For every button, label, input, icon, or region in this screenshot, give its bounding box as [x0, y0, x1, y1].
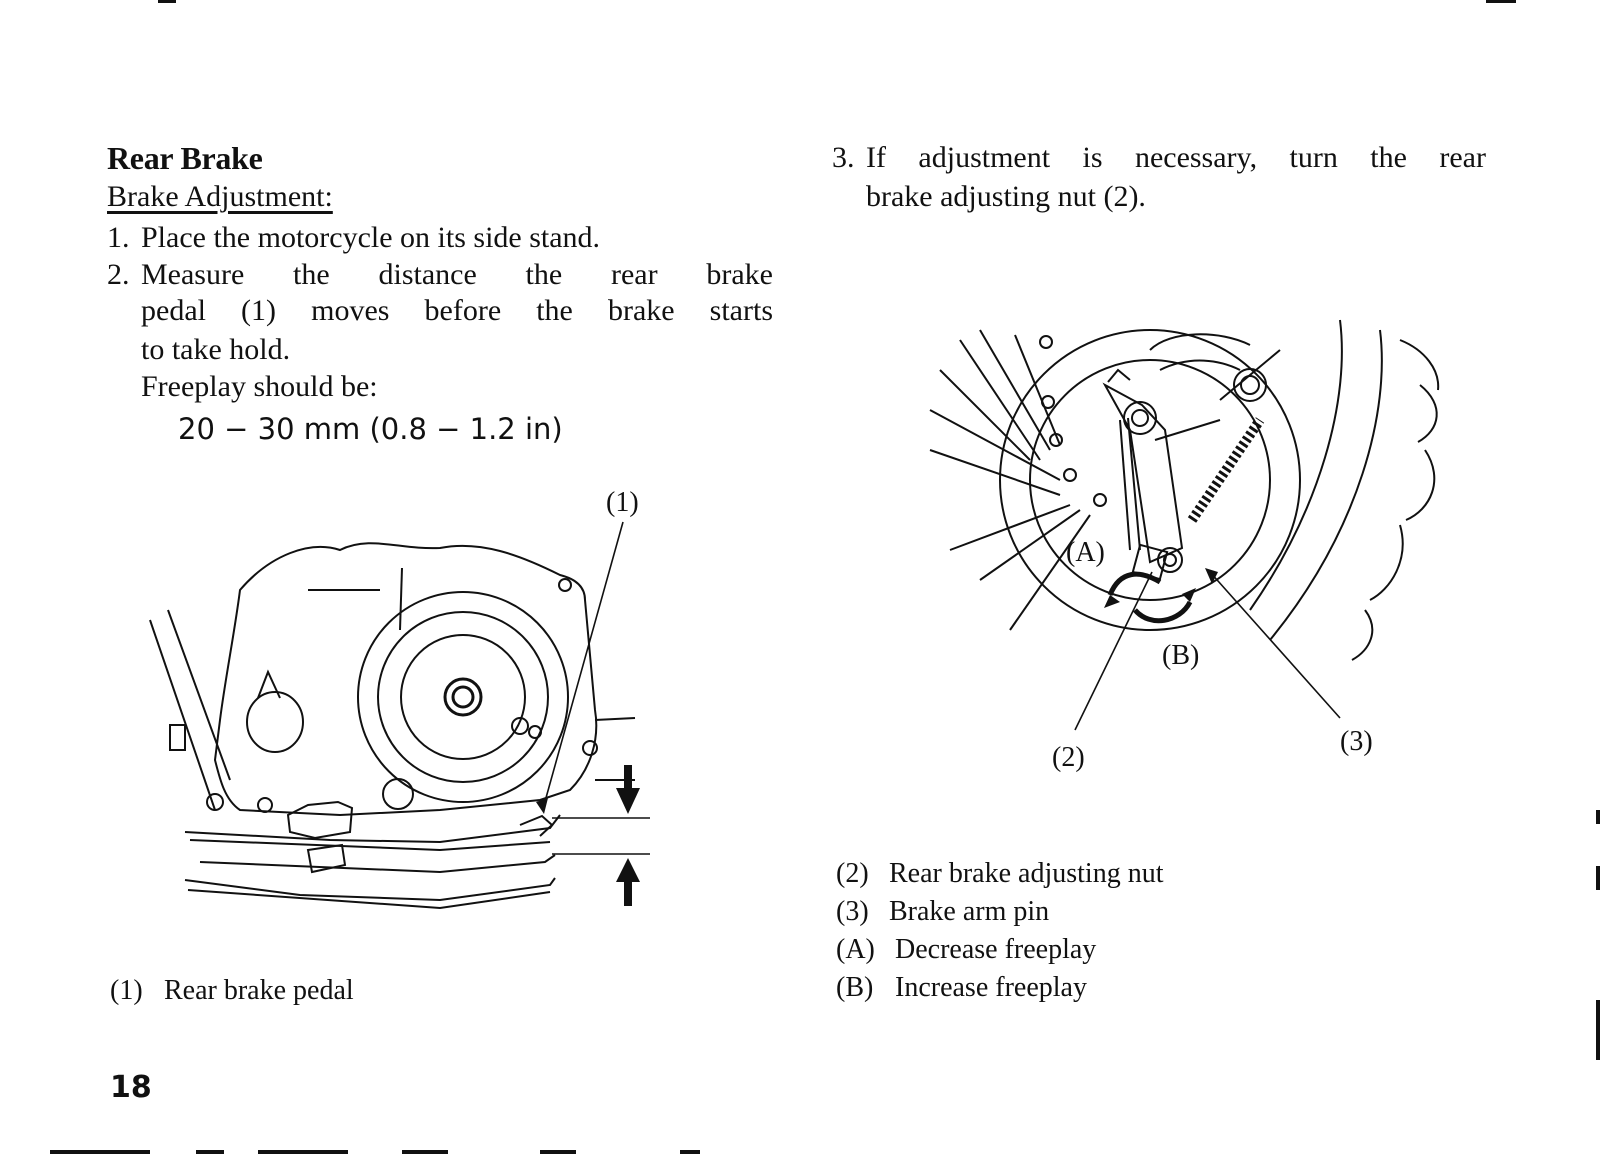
step-text: Freeplay should be:	[141, 370, 378, 403]
adjusting-nut-callout: (2)	[1052, 742, 1085, 773]
step-text: Place the motorcycle on its side stand.	[141, 221, 601, 254]
caption-text: Increase freeplay	[895, 972, 1087, 1003]
step-text: Measure the distance the rear brake	[141, 258, 773, 291]
scan-edge-mark	[1596, 866, 1600, 890]
step-number: 1.	[107, 221, 130, 254]
step-text: brake adjusting nut (2).	[866, 180, 1146, 213]
scan-edge-mark	[258, 1150, 348, 1154]
step-2: 2. Measure the distance the rear brake p…	[107, 255, 807, 415]
brake-adjusting-nut-figure	[929, 319, 1440, 731]
brake-arm-pin-callout: (3)	[1340, 726, 1373, 757]
step-number: 3.	[832, 141, 855, 174]
caption-text: Brake arm pin	[889, 896, 1050, 927]
step-text: to take hold.	[141, 333, 291, 366]
scan-edge-mark	[1596, 1000, 1600, 1060]
caption-key: (B)	[836, 972, 874, 1003]
caption-key: (1)	[110, 975, 143, 1006]
step-1: 1. Place the motorcycle on its side stan…	[107, 218, 807, 258]
scan-edge-mark	[680, 1150, 700, 1154]
scan-edge-mark	[196, 1150, 224, 1154]
scan-edge-mark	[1486, 0, 1516, 3]
figure1-caption: (1) Rear brake pedal	[110, 975, 510, 1015]
decrease-freeplay-callout: (A)	[1066, 537, 1105, 568]
step-text: If adjustment is necessary, turn the rea…	[866, 141, 1486, 174]
page-number: 18	[110, 1070, 152, 1105]
caption-key: (3)	[836, 896, 869, 927]
scan-edge-mark	[540, 1150, 576, 1154]
scan-edge-mark	[50, 1150, 150, 1154]
caption-text: Rear brake pedal	[164, 975, 354, 1006]
step-number: 2.	[107, 258, 130, 291]
caption-key: (A)	[836, 934, 875, 965]
rear-brake-pedal-figure	[149, 521, 650, 910]
increase-freeplay-callout: (B)	[1162, 640, 1200, 671]
figure2-caption: (2) Rear brake adjusting nut (3) Brake a…	[836, 858, 1256, 1018]
scan-edge-mark	[1596, 810, 1600, 824]
section-title: Rear Brake	[107, 140, 263, 176]
section-subtitle: Brake Adjustment:	[107, 180, 333, 213]
caption-text: Rear brake adjusting nut	[889, 858, 1164, 889]
scan-edge-mark	[158, 0, 176, 3]
pedal-callout-label: (1)	[606, 487, 639, 518]
step-3: 3. If adjustment is necessary, turn the …	[832, 138, 1532, 228]
scan-edge-mark	[402, 1150, 448, 1154]
caption-key: (2)	[836, 858, 869, 889]
freeplay-spec: 20 − 30 mm (0.8 − 1.2 in)	[178, 412, 563, 446]
step-text: pedal (1) moves before the brake starts	[141, 294, 773, 327]
caption-text: Decrease freeplay	[895, 934, 1097, 965]
